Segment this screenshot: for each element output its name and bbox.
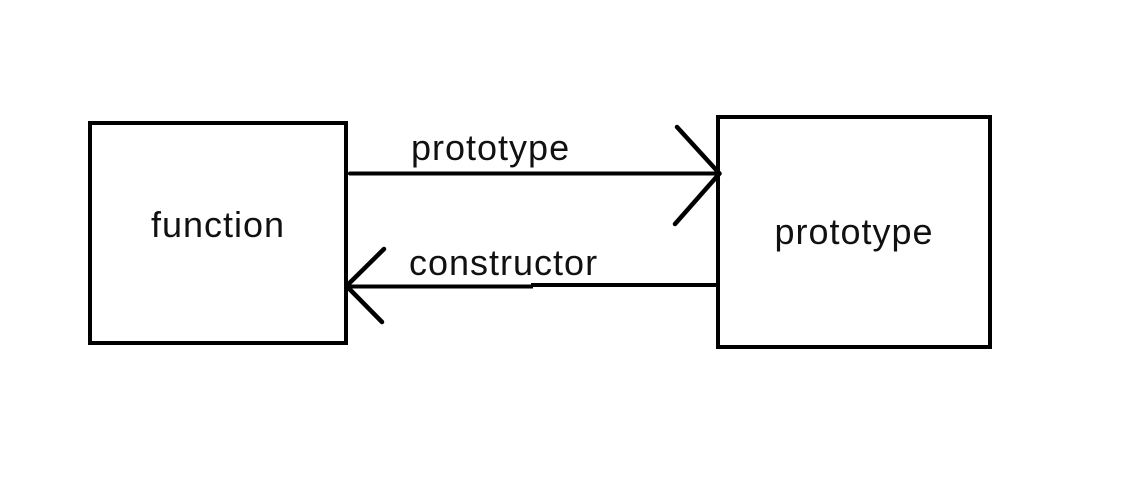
constructor-arrowhead-icon [344, 246, 387, 325]
prototype-box: prototype [716, 115, 992, 349]
function-box: function [88, 121, 348, 345]
prototype-arrow-label: prototype [411, 127, 571, 168]
constructor-arrow-label: constructor [409, 242, 599, 283]
prototype-arrowhead-icon [672, 124, 722, 227]
prototype-box-label: prototype [774, 211, 934, 253]
function-box-label: function [150, 204, 286, 246]
